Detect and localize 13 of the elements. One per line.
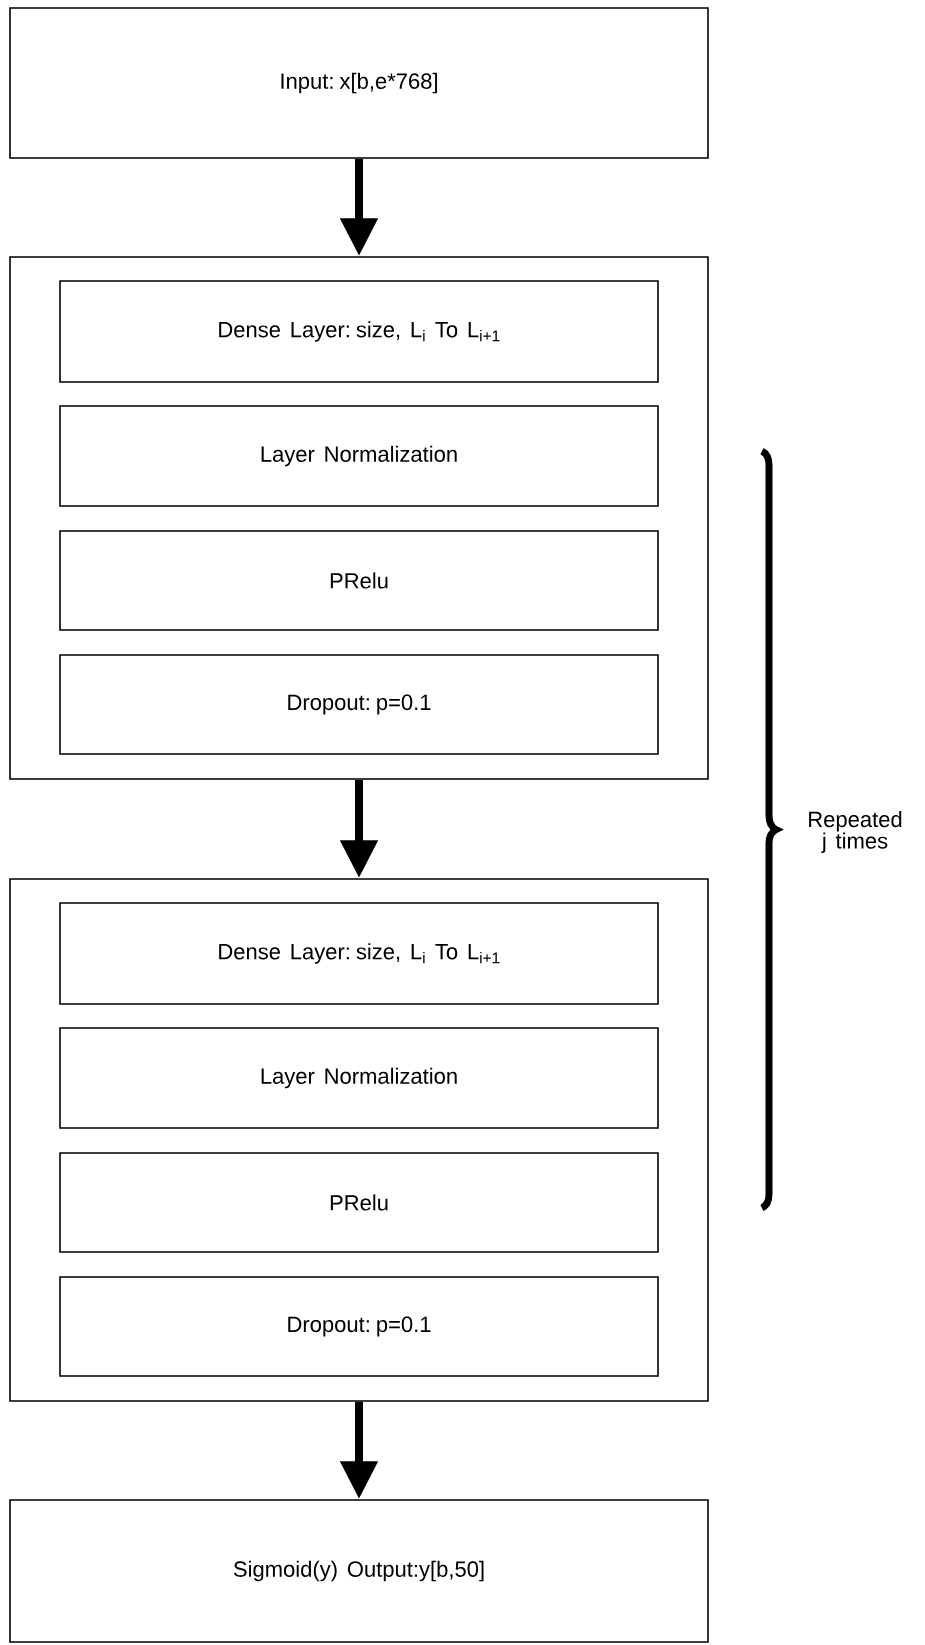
layer-box: Dropout: p=0.1 xyxy=(59,1276,659,1377)
io-box: Sigmoid(y) Output:y[b,50] xyxy=(9,1499,709,1643)
brace-label: Repeated j times xyxy=(809,811,902,853)
layer-box: Dense Layer: size, L$_{i}$ To L$_{i+1}$ xyxy=(59,902,659,1005)
layer-box: Dropout: p=0.1 xyxy=(59,654,659,755)
block-frame xyxy=(9,256,709,780)
layer-box: PRelu xyxy=(59,530,659,631)
block-frame xyxy=(9,878,709,1402)
layer-box: PRelu xyxy=(59,1152,659,1253)
layer-box: Layer Normalization xyxy=(59,1027,659,1129)
layer-box: Dense Layer: size, L$_{i}$ To L$_{i+1}$ xyxy=(59,280,659,383)
layer-box: Layer Normalization xyxy=(59,405,659,507)
io-box: Input: x[b,e*768] xyxy=(9,7,709,159)
